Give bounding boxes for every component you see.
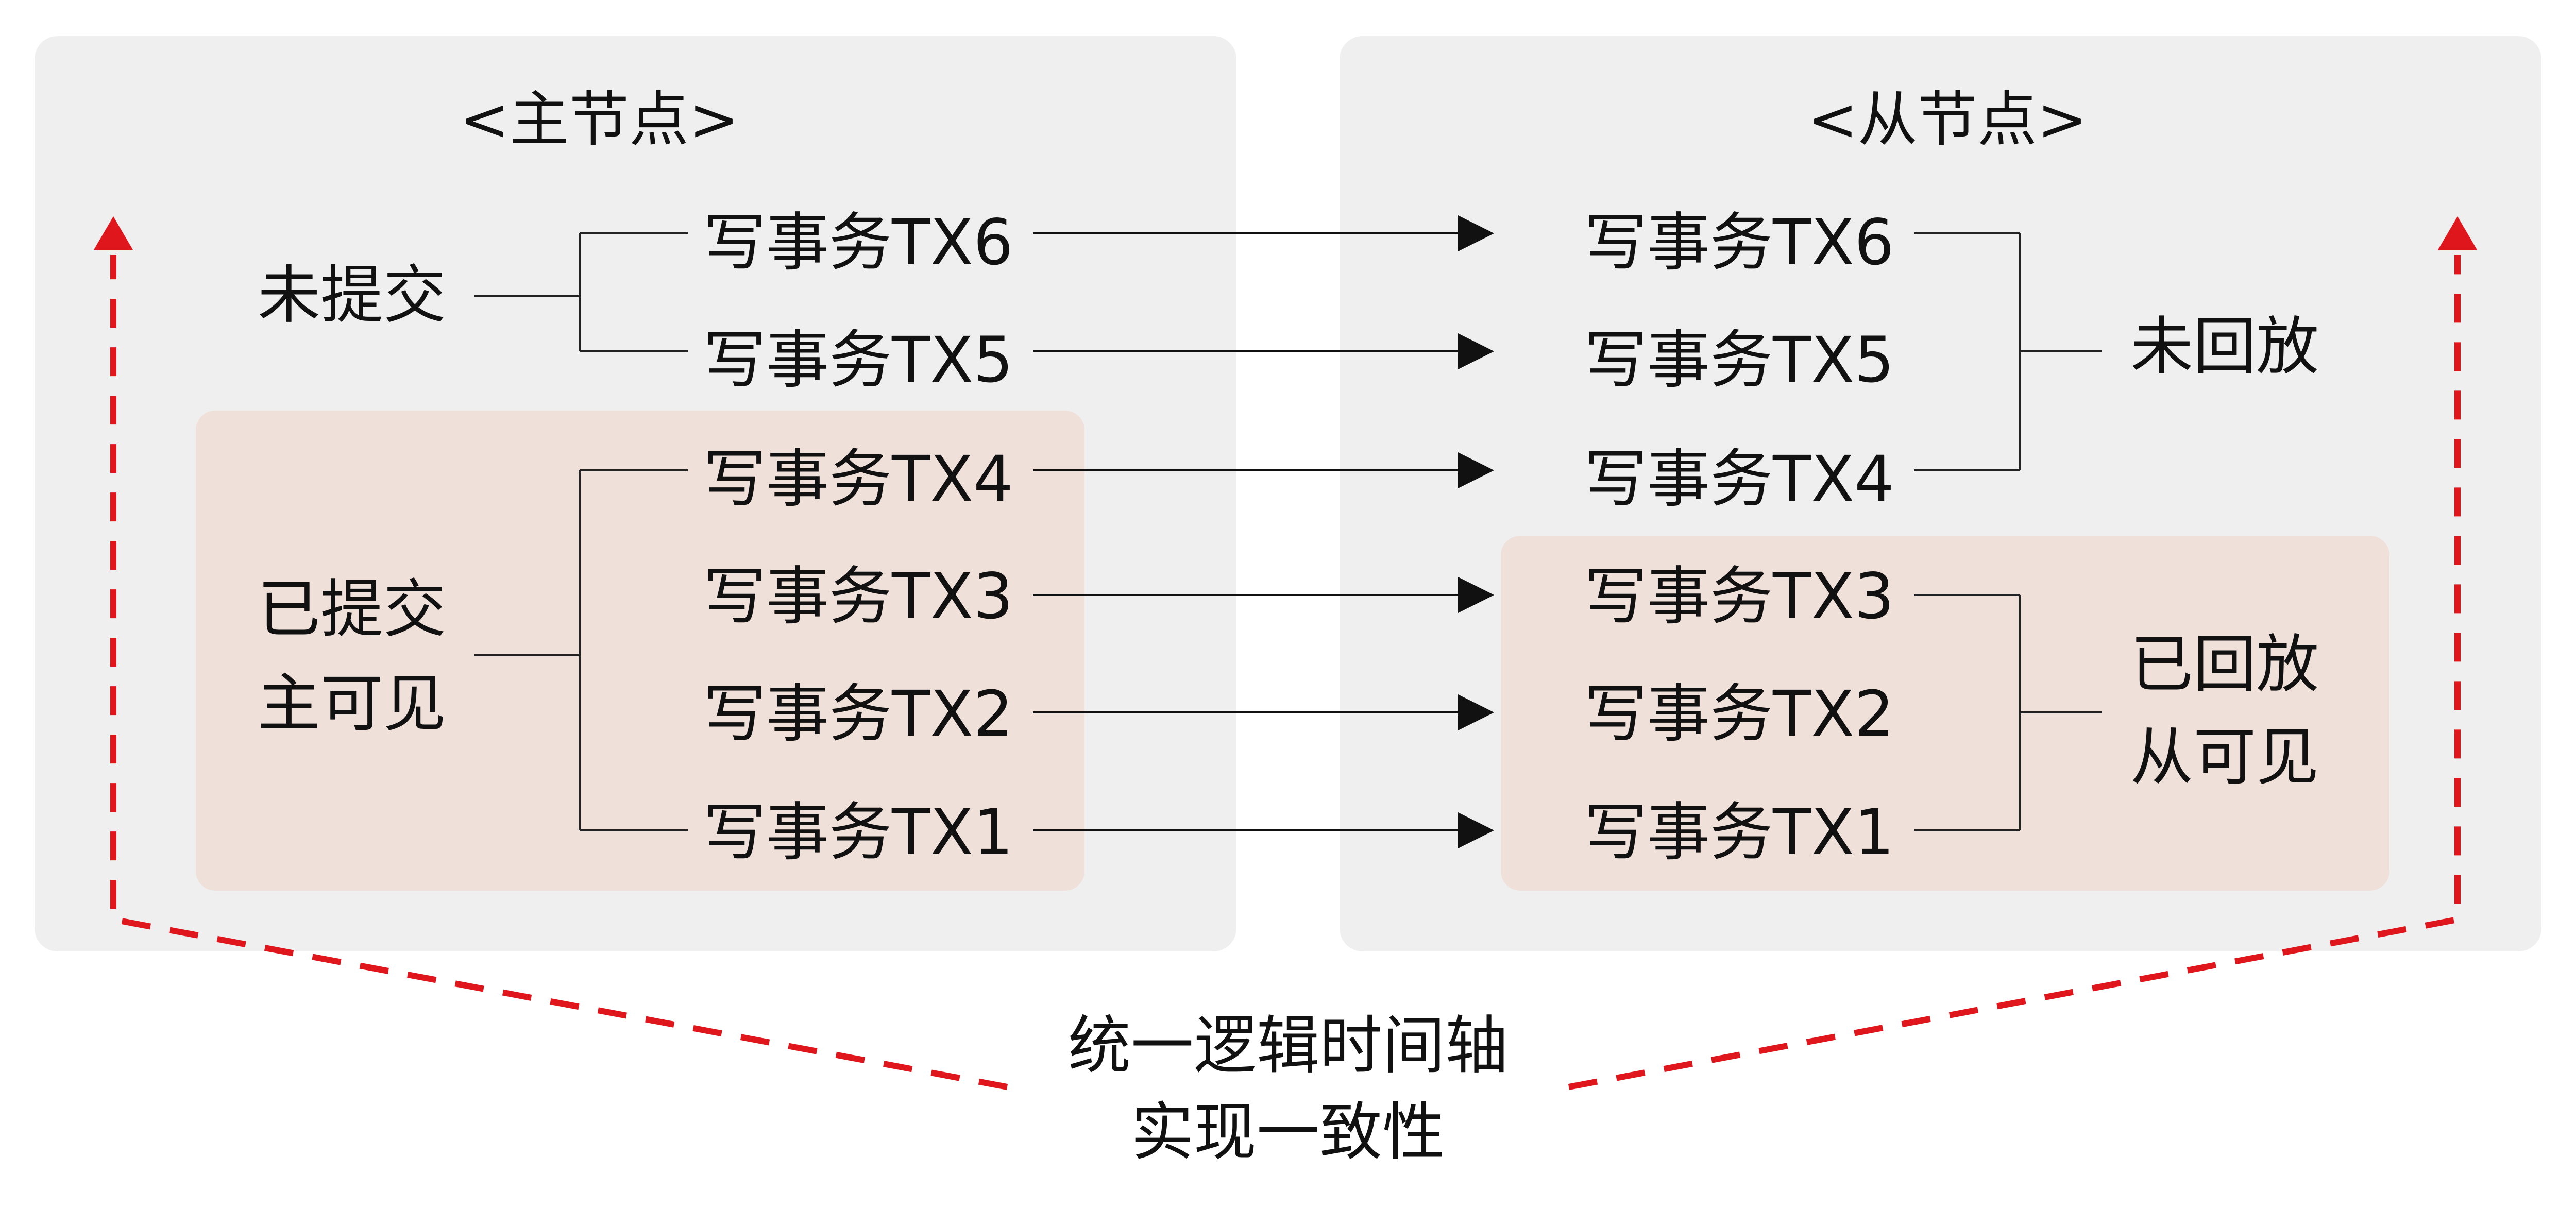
slave-title: <从节点> <box>1808 85 2087 155</box>
slave-tx3: 写事务TX3 <box>1584 560 1894 633</box>
master-tx5: 写事务TX5 <box>703 324 1013 397</box>
timeline-arrowhead-right-icon <box>2438 216 2477 250</box>
slave-tx2: 写事务TX2 <box>1584 677 1894 751</box>
master-tx2: 写事务TX2 <box>703 677 1013 751</box>
slave-replayed-highlight <box>1501 536 2389 891</box>
slave-replayed-bracket <box>1914 594 2102 831</box>
master-committed-bracket <box>474 469 688 831</box>
master-title: <主节点> <box>460 85 739 155</box>
timeline-arrowhead-left-icon <box>94 216 133 250</box>
slave-tx5: 写事务TX5 <box>1584 324 1894 397</box>
master-committed-label-1: 已提交 <box>258 573 446 646</box>
footer-line-2: 实现一致性 <box>1131 1096 1445 1169</box>
slave-replayed-label-2: 从可见 <box>2130 721 2319 794</box>
replication-arrow-tx6 <box>1033 215 1494 251</box>
replication-arrow-tx3 <box>1033 577 1494 613</box>
master-tx6: 写事务TX6 <box>703 206 1013 279</box>
slave-tx6: 写事务TX6 <box>1584 206 1894 279</box>
slave-tx1: 写事务TX1 <box>1584 796 1894 869</box>
replication-arrow-tx4 <box>1033 452 1494 488</box>
master-tx4: 写事务TX4 <box>703 443 1013 516</box>
replication-arrow-tx2 <box>1033 694 1494 730</box>
master-uncommitted-bracket <box>474 232 688 352</box>
replication-arrow-tx5 <box>1033 333 1494 369</box>
master-tx1: 写事务TX1 <box>703 796 1013 869</box>
master-committed-highlight <box>196 411 1084 891</box>
footer-line-1: 统一逻辑时间轴 <box>1068 1009 1508 1082</box>
master-committed-label-2: 主可见 <box>258 667 446 740</box>
logical-timeline-right <box>1568 216 2477 1090</box>
slave-unreplayed-label: 未回放 <box>2130 310 2319 383</box>
slave-unreplayed-bracket <box>1914 232 2102 471</box>
logical-timeline-left <box>94 216 1008 1090</box>
master-tx3: 写事务TX3 <box>703 560 1013 633</box>
slave-replayed-label-1: 已回放 <box>2130 628 2319 701</box>
slave-tx4: 写事务TX4 <box>1584 443 1894 516</box>
master-uncommitted-label: 未提交 <box>258 259 446 332</box>
replication-arrow-tx1 <box>1033 812 1494 848</box>
